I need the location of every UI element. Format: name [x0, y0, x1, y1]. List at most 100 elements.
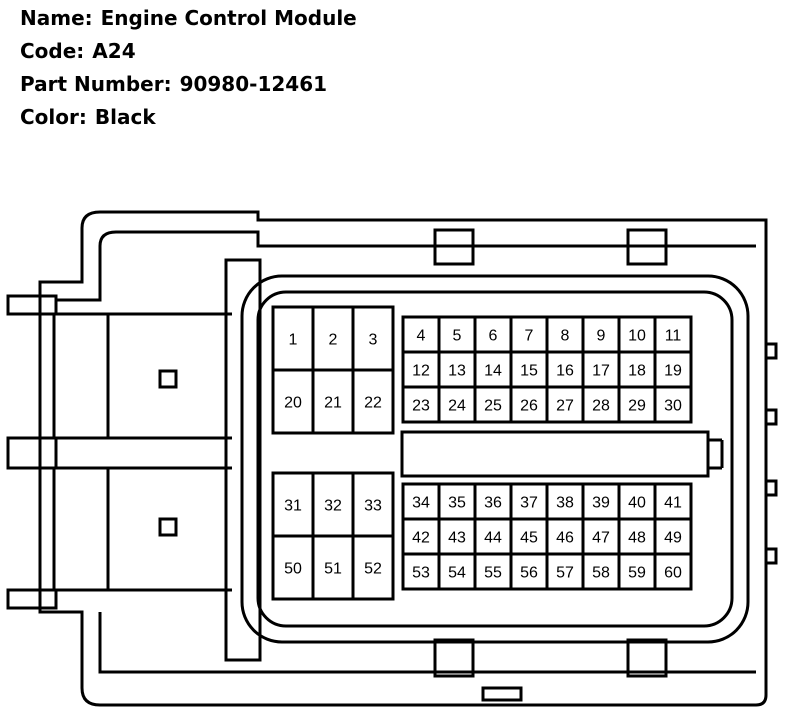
name-label: Name: [20, 6, 93, 30]
pin-label-32: 32 [324, 498, 342, 515]
pin-label-57: 57 [556, 565, 574, 582]
pin-label-20: 20 [284, 395, 302, 412]
pin-label-5: 5 [453, 328, 462, 345]
pin-cavity-52 [351, 534, 395, 601]
pin-label-58: 58 [592, 565, 610, 582]
pin-label-50: 50 [284, 561, 302, 578]
pin-label-39: 39 [592, 495, 610, 512]
pin-label-33: 33 [364, 498, 382, 515]
pin-label-18: 18 [628, 363, 646, 380]
pin-label-31: 31 [284, 498, 302, 515]
pin-label-41: 41 [664, 495, 682, 512]
code-row: Code: A24 [20, 35, 357, 68]
pin-label-25: 25 [484, 398, 502, 415]
pin-cavity-30 [653, 385, 693, 424]
pin-label-55: 55 [484, 565, 502, 582]
part-number-label: Part Number: [20, 72, 172, 96]
mating-face-inner [256, 290, 734, 628]
pin-label-42: 42 [412, 530, 430, 547]
latch-window-bottom [158, 517, 178, 537]
pin-label-29: 29 [628, 398, 646, 415]
lock-tab-top [6, 294, 58, 316]
top-tab-left [433, 228, 475, 266]
pin-label-35: 35 [448, 495, 466, 512]
pin-label-26: 26 [520, 398, 538, 415]
pin-label-3: 3 [369, 332, 378, 349]
housing-bottom-frame [98, 612, 756, 674]
color-row: Color: Black [20, 101, 357, 134]
right-nub-4 [764, 547, 778, 565]
pin-label-10: 10 [628, 328, 646, 345]
pin-label-15: 15 [520, 363, 538, 380]
part-number-value: 90980-12461 [179, 72, 328, 96]
pin-label-23: 23 [412, 398, 430, 415]
lock-tab-middle [6, 436, 58, 470]
pin-block-left-bottom: 31 32 33 50 51 52 [271, 471, 395, 601]
housing-outline [38, 210, 768, 707]
pin-label-34: 34 [412, 495, 430, 512]
pin-label-6: 6 [489, 328, 498, 345]
pin-label-38: 38 [556, 495, 574, 512]
pin-label-51: 51 [324, 561, 342, 578]
pin-cavity-60 [653, 552, 693, 591]
mating-face-outer [240, 274, 750, 644]
pin-block-left-top: 1 2 3 20 21 22 [271, 305, 395, 435]
pin-label-46: 46 [556, 530, 574, 547]
pin-label-17: 17 [592, 363, 610, 380]
pin-label-59: 59 [628, 565, 646, 582]
pin-label-47: 47 [592, 530, 610, 547]
pin-label-54: 54 [448, 565, 466, 582]
top-tab-right [626, 228, 668, 266]
pin-label-21: 21 [324, 395, 342, 412]
pin-cavity-22 [351, 368, 395, 435]
pin-label-4: 4 [417, 328, 426, 345]
bottom-tab-left [433, 638, 475, 678]
pin-label-13: 13 [448, 363, 466, 380]
module-info: Name: Engine Control Module Code: A24 Part… [20, 2, 357, 134]
pin-label-45: 45 [520, 530, 538, 547]
pin-label-40: 40 [628, 495, 646, 512]
pin-label-16: 16 [556, 363, 574, 380]
pin-label-56: 56 [520, 565, 538, 582]
pin-label-19: 19 [664, 363, 682, 380]
right-nub-1 [764, 342, 778, 360]
color-value: Black [94, 105, 156, 129]
housing-inner-frame [55, 230, 756, 302]
pin-label-49: 49 [664, 530, 682, 547]
latch-window-top [158, 369, 178, 389]
part-number-row: Part Number: 90980-12461 [20, 68, 357, 101]
pin-label-53: 53 [412, 565, 430, 582]
pin-label-22: 22 [364, 395, 382, 412]
name-value: Engine Control Module [100, 6, 357, 30]
code-value: A24 [92, 39, 136, 63]
mating-frame [224, 258, 262, 662]
pin-label-36: 36 [484, 495, 502, 512]
pin-label-9: 9 [597, 328, 606, 345]
pin-label-37: 37 [520, 495, 538, 512]
pin-label-12: 12 [412, 363, 430, 380]
name-row: Name: Engine Control Module [20, 2, 357, 35]
pin-label-1: 1 [289, 332, 298, 349]
pin-label-2: 2 [329, 332, 338, 349]
pin-label-14: 14 [484, 363, 502, 380]
right-nub-2 [764, 408, 778, 426]
connector-housing [6, 210, 778, 707]
color-label: Color: [20, 105, 87, 129]
pin-label-11: 11 [665, 328, 682, 345]
pin-label-44: 44 [484, 530, 502, 547]
pin-label-8: 8 [561, 328, 570, 345]
pin-label-48: 48 [628, 530, 646, 547]
bottom-tab-right [626, 638, 668, 678]
keying-slot [400, 430, 710, 478]
right-nub-3 [764, 479, 778, 497]
code-label: Code: [20, 39, 85, 63]
lock-tab-bottom [6, 588, 58, 610]
pin-label-60: 60 [664, 565, 682, 582]
pin-label-27: 27 [556, 398, 574, 415]
pin-label-28: 28 [592, 398, 610, 415]
pin-label-52: 52 [364, 561, 382, 578]
